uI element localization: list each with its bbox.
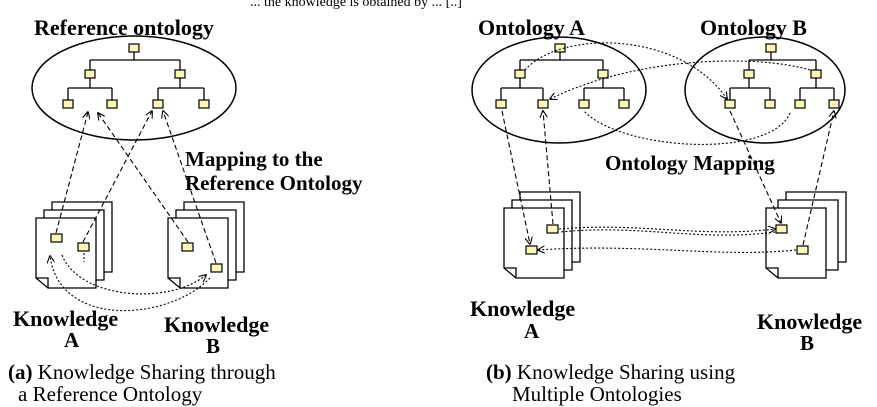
knowledge-links-a: [50, 253, 211, 312]
caption-a-prefix: (a): [8, 360, 33, 384]
caption-a-line2: a Reference Ontology: [18, 382, 203, 406]
knowledge-node: [181, 242, 194, 252]
document-stack-b-b: [765, 191, 847, 279]
reference-ontology-nodes: [62, 43, 210, 109]
tree-node: [578, 99, 590, 109]
ontology-a-ellipse: [471, 36, 647, 144]
knowledge-b-label: Knowledge: [164, 312, 269, 337]
tree-node: [810, 69, 822, 79]
reference-ontology-ellipse: [31, 35, 237, 141]
tree-node: [764, 99, 776, 109]
caption-b-line2-wrap: Multiple Ontologies: [512, 384, 682, 405]
caption-a-line1: Knowledge Sharing through: [37, 360, 276, 384]
tree-node: [618, 99, 630, 109]
reference-ontology-tree: [67, 52, 205, 100]
tree-node: [828, 99, 840, 109]
caption-a-line2-wrap: a Reference Ontology: [18, 384, 202, 405]
mapping-label-line2: Reference Ontology: [185, 171, 363, 195]
knowledge-node: [546, 224, 559, 234]
mapping-arrow: [98, 113, 189, 243]
knowledge-a-letter: A: [64, 328, 80, 352]
ontology-b-tree: [729, 52, 835, 100]
ontology-a-nodes: [495, 43, 630, 109]
mapping-arrow: [163, 111, 217, 264]
ontology-mapping-links: [524, 42, 811, 145]
tree-node: [554, 43, 566, 53]
tree-node: [724, 99, 736, 109]
tree-node: [765, 43, 777, 53]
document-stack-b-a: [503, 191, 581, 279]
tree-node: [514, 69, 526, 79]
panel-a: Reference ontology: [13, 15, 363, 358]
ontology-a-title: Ontology A: [478, 15, 585, 40]
knowledge-node: [210, 263, 223, 273]
knowledge-node: [775, 224, 788, 234]
knowledge-a-label: Knowledge: [470, 296, 575, 321]
tree-node: [128, 43, 140, 53]
tree-node: [84, 69, 96, 79]
mapping-arrows-a: [55, 111, 217, 264]
knowledge-nodes-a: [50, 233, 223, 273]
top-cropped-text: ... the knowledge is obtained by ... [..…: [250, 0, 462, 10]
knowledge-a-label: Knowledge: [13, 306, 118, 331]
tree-node: [198, 99, 210, 109]
knowledge-nodes-b: [525, 224, 809, 255]
caption-b-line2: Multiple Ontologies: [512, 382, 682, 406]
mapping-arrow: [543, 111, 554, 225]
knowledge-a-letter: A: [524, 319, 540, 343]
tree-node: [152, 99, 164, 109]
mapping-arrow: [802, 111, 834, 246]
ontology-a-tree: [500, 52, 625, 100]
mapping-arrow: [82, 111, 152, 243]
tree-node: [537, 99, 549, 109]
knowledge-b-letter: B: [800, 331, 814, 355]
tree-node: [743, 69, 755, 79]
knowledge-b-letter: B: [206, 334, 220, 358]
knowledge-node: [525, 245, 538, 255]
mapping-arrow: [55, 112, 88, 234]
document-stack-a: [35, 201, 113, 289]
caption-b: (b) Knowledge Sharing using: [486, 362, 735, 383]
tree-node: [495, 99, 507, 109]
knowledge-node: [796, 245, 809, 255]
mapping-label-line1: Mapping to the: [185, 147, 323, 171]
tree-node: [794, 99, 806, 109]
caption-b-line1: Knowledge Sharing using: [516, 360, 736, 384]
tree-node: [62, 99, 74, 109]
ontology-mapping-label: Ontology Mapping: [605, 151, 775, 175]
tree-node: [106, 99, 118, 109]
tree-node: [597, 69, 609, 79]
knowledge-node: [77, 242, 90, 252]
caption-b-prefix: (b): [486, 360, 512, 384]
mapping-arrows-b: [501, 110, 834, 246]
caption-a: (a) Knowledge Sharing through: [8, 362, 276, 383]
ontology-b-title: Ontology B: [700, 15, 807, 40]
tree-node: [174, 69, 186, 79]
panel-b: Ontology A Ontology B: [470, 15, 862, 355]
mapping-arrow: [501, 110, 530, 244]
knowledge-links-b: [538, 227, 797, 252]
ontology-b-nodes: [724, 43, 840, 109]
document-stack-b: [167, 201, 245, 289]
knowledge-b-label: Knowledge: [757, 309, 862, 334]
ontology-b-ellipse: [684, 36, 846, 144]
mapping-arrow: [729, 110, 781, 223]
knowledge-node: [50, 233, 63, 243]
